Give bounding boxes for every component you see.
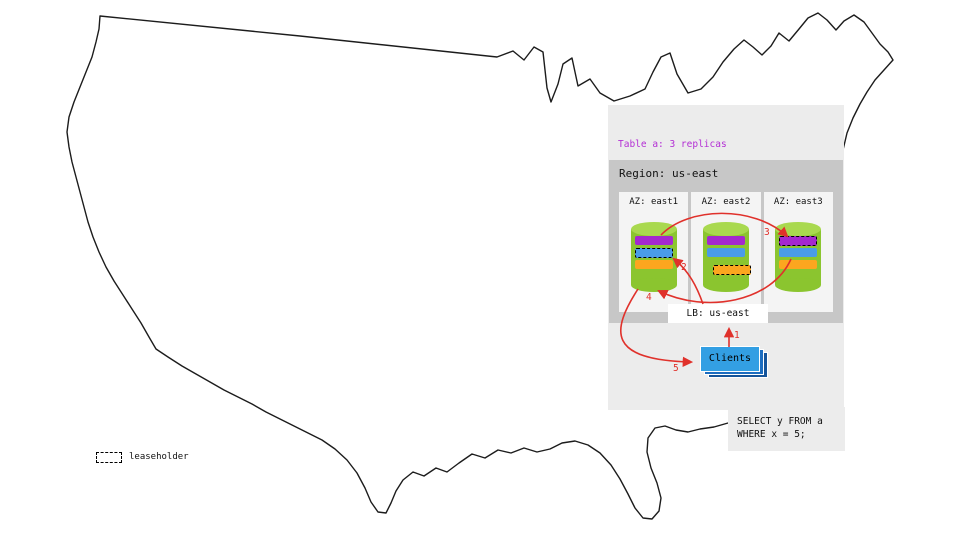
replica-index-a [634, 248, 673, 258]
database-cylinder [702, 222, 751, 292]
load-balancer: LB: us-east [668, 304, 768, 323]
cylinder-bottom [702, 278, 749, 292]
replica-table-a [706, 236, 745, 245]
clients-box: Clients [700, 346, 760, 372]
cylinder-top [630, 222, 677, 236]
replica-table-b [779, 260, 818, 269]
clients-stack: Clients [700, 346, 768, 378]
replica-index-a [706, 248, 745, 257]
replica-index-a [779, 248, 818, 257]
arrow-step-5: 5 [673, 363, 679, 374]
az-east3: AZ: east3 [763, 192, 833, 312]
sql-line-2: WHERE x = 5; [737, 429, 806, 440]
database-cylinder [775, 222, 822, 292]
az-east2-label: AZ: east2 [701, 197, 751, 207]
az-east2: AZ: east2 [691, 192, 761, 312]
leaseholder-key-label: leaseholder [129, 452, 189, 462]
leaseholder-swatch-icon [96, 452, 122, 463]
arrow-step-4: 4 [646, 292, 652, 303]
arrow-step-3: 3 [764, 227, 770, 238]
cylinder-top [702, 222, 749, 236]
arrow-step-2: 2 [681, 262, 687, 273]
cylinder-top [775, 222, 822, 236]
database-cylinder [630, 222, 677, 292]
replica-table-a [779, 236, 818, 246]
arrow-step-1: 1 [734, 330, 740, 341]
az-east1-label: AZ: east1 [629, 197, 679, 207]
cylinder-bottom [775, 278, 822, 292]
replica-table-b [634, 260, 673, 269]
replica-table-b [712, 265, 751, 275]
region-label: Region: us-east [619, 167, 719, 180]
sql-line-1: SELECT y FROM a [737, 416, 823, 427]
region-box: Region: us-east AZ: east1 AZ: east2 [609, 160, 843, 323]
legend-table-a: Table a: 3 replicas [618, 139, 727, 150]
sql-query: SELECT y FROM a WHERE x = 5; [728, 407, 845, 451]
cylinder-bottom [630, 278, 677, 292]
az-east3-label: AZ: east3 [773, 197, 823, 207]
replica-table-a [634, 236, 673, 245]
az-east1: AZ: east1 [619, 192, 689, 312]
